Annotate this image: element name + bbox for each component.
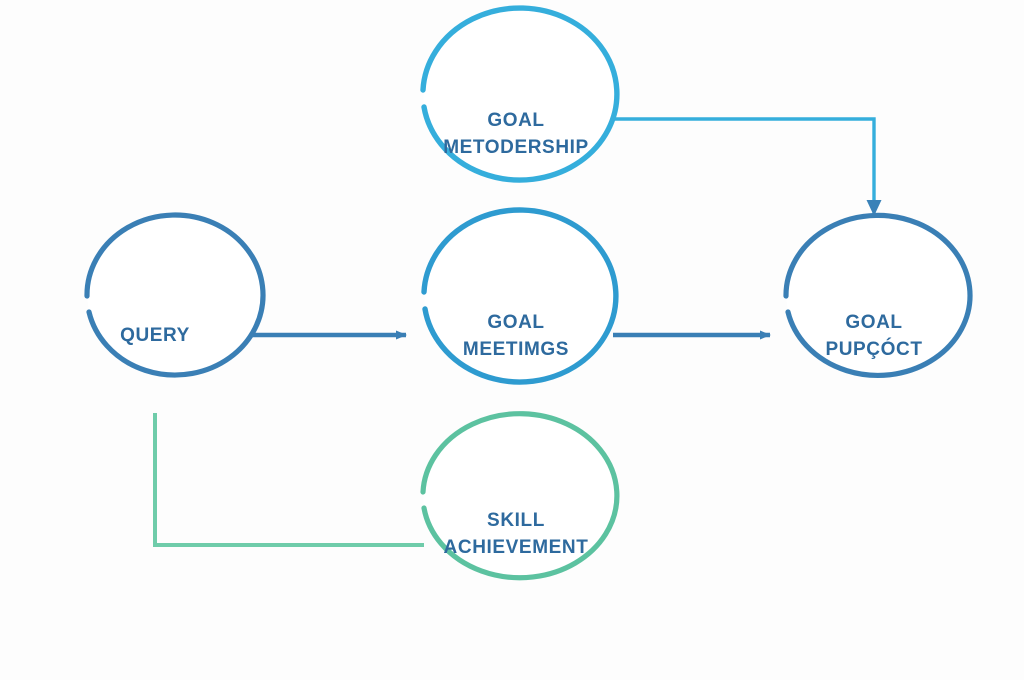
node-goal-pupcoct-outline xyxy=(783,212,973,378)
node-goal-pupcoct[interactable]: GOAL PUPÇÓCT xyxy=(783,212,973,378)
edge-query-to-skill xyxy=(153,413,424,547)
edge-metodership-to-pupcoct xyxy=(612,117,882,216)
node-skill-achievement-outline xyxy=(420,411,620,581)
node-query-outline xyxy=(84,212,266,378)
node-skill-achievement[interactable]: SKILL ACHIEVEMENT xyxy=(420,411,620,581)
node-goal-meetimgs-outline xyxy=(421,207,619,385)
node-goal-meetimgs[interactable]: GOAL MEETIMGS xyxy=(421,207,619,385)
node-goal-metodership[interactable]: GOAL METODERSHIP xyxy=(420,5,620,183)
node-goal-metodership-outline xyxy=(420,5,620,183)
node-query[interactable]: QUERY xyxy=(84,212,266,378)
